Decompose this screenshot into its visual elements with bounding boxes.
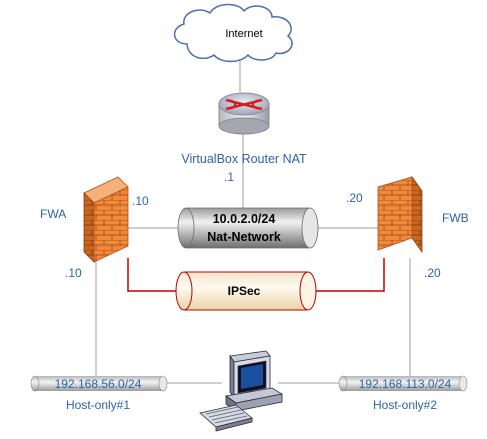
host-only-2-name-label: Host-only#2 xyxy=(373,398,437,412)
nat-network-pipe-icon xyxy=(177,207,319,249)
host-only-1-subnet-label: 192.168.56.0/24 xyxy=(55,377,142,391)
ipsec-label: IPSec xyxy=(228,284,261,298)
fwa-name-label: FWA xyxy=(40,207,66,221)
workstation-computer-icon xyxy=(199,350,284,432)
router-ip-label: .1 xyxy=(224,170,234,184)
internet-label: Internet xyxy=(225,28,262,40)
connection-lines xyxy=(95,58,411,384)
fwb-host-ip-label: .20 xyxy=(424,266,441,280)
host-only-2-pipe-icon xyxy=(338,375,468,392)
ipsec-pipe-icon xyxy=(175,271,317,311)
host-only-2-subnet-label: 192.168.113.0/24 xyxy=(359,377,452,391)
router-icon xyxy=(218,92,270,135)
fwa-firewall-icon xyxy=(83,176,129,263)
fwb-name-label: FWB xyxy=(442,211,469,225)
fwa-host-ip-label: .10 xyxy=(65,266,82,280)
router-name-label: VirtualBox Router NAT xyxy=(181,152,307,166)
internet-cloud-icon xyxy=(173,3,293,63)
ipsec-tunnel-line xyxy=(127,258,180,292)
host-only-1-name-label: Host-only#1 xyxy=(66,398,130,412)
nat-network-name-label: Nat-Network xyxy=(207,230,281,244)
fwa-nat-ip-label: .10 xyxy=(132,194,149,208)
fwb-nat-ip-label: .20 xyxy=(346,191,363,205)
ipsec-tunnel-line-right xyxy=(310,258,385,292)
nat-network-subnet-label: 10.0.2.0/24 xyxy=(213,212,276,226)
fwb-firewall-icon xyxy=(377,175,423,254)
host-only-1-pipe-icon xyxy=(30,375,168,392)
